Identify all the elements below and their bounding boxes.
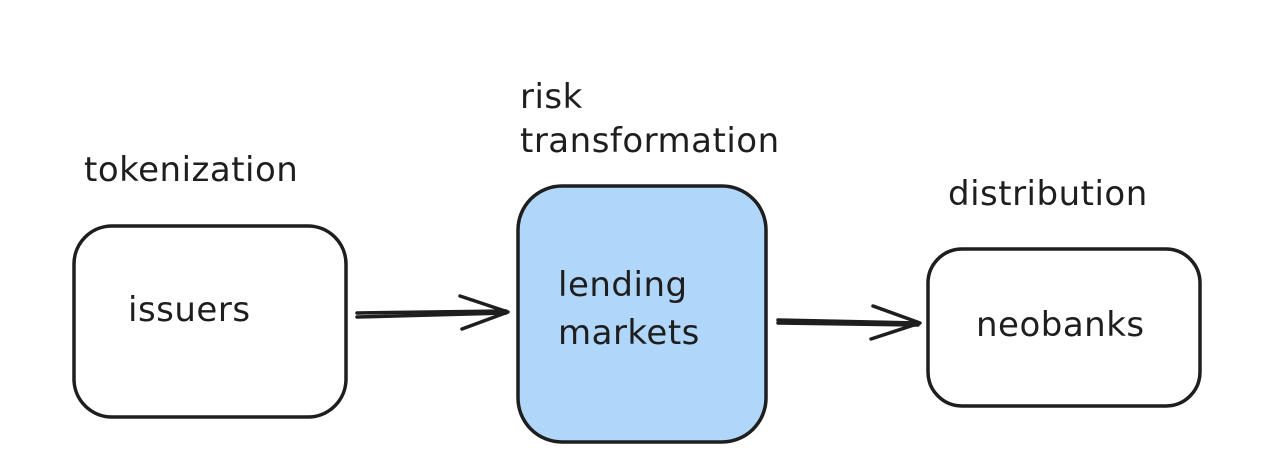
issuers-box[interactable] [72,224,348,419]
neobanks-box[interactable] [926,247,1202,408]
arrow-lending-to-neobanks [776,304,922,341]
node-label-lending: lending [558,265,688,305]
node-label-issuers: issuers [128,290,251,330]
stage-label-transformation: transformation [520,121,780,161]
stage-label-risk: risk [520,77,583,117]
stage-label-distribution: distribution [948,174,1148,214]
arrow-issuers-to-lending [355,294,510,331]
node-label-markets: markets [558,313,700,353]
lending-markets-box[interactable] [516,184,768,444]
stage-label-tokenization: tokenization [84,150,299,190]
node-label-neobanks: neobanks [976,305,1145,345]
